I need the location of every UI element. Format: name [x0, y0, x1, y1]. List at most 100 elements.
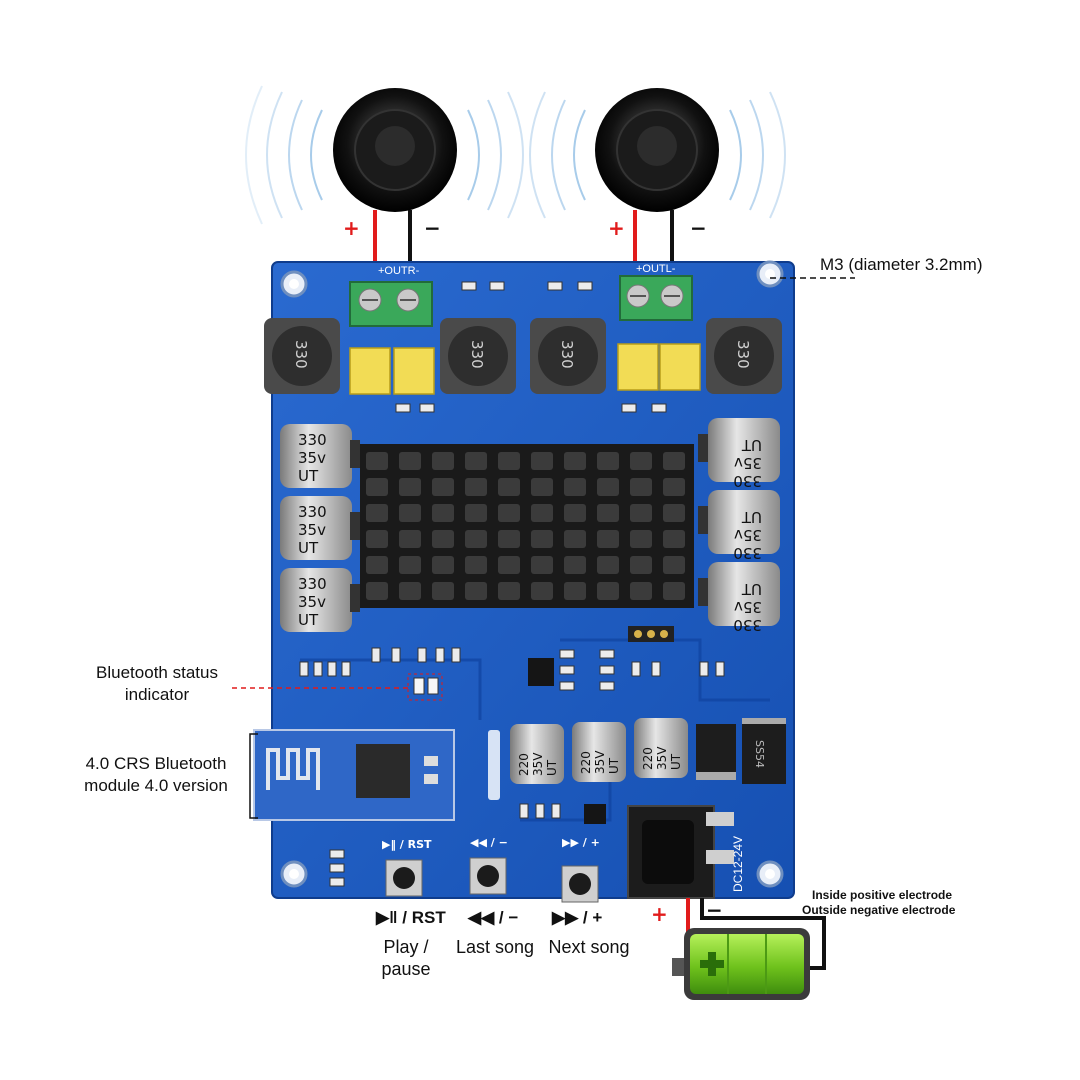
heatsink-fin	[597, 478, 619, 496]
heatsink-fin	[663, 452, 685, 470]
heatsink-fin	[531, 530, 553, 548]
heatsink-fin	[630, 556, 652, 574]
heatsink-fin	[465, 582, 487, 600]
ic-chip	[528, 658, 554, 686]
cap-value: 220	[517, 753, 531, 776]
cap-voltage: 35v	[298, 449, 326, 467]
heatsink-fin	[597, 582, 619, 600]
heatsink-fin	[630, 582, 652, 600]
cap-value: 220	[579, 751, 593, 774]
heatsink-fin	[531, 582, 553, 600]
heatsink-fin	[531, 556, 553, 574]
pcb-button-label: ▶▶ / +	[562, 836, 600, 849]
cap-brand: UT	[607, 757, 621, 774]
pin-header	[628, 626, 674, 642]
svg-text:SS54: SS54	[753, 740, 766, 768]
cap-value: 220	[641, 747, 655, 770]
cap-voltage: 35v	[298, 593, 326, 611]
bt-status-line1: Bluetooth status	[96, 663, 218, 682]
play-pause-switch	[385, 859, 423, 897]
electrolytic-capacitors-left	[280, 424, 360, 632]
cap-brand: UT	[741, 436, 762, 454]
speaker-right-channel	[333, 88, 457, 212]
heatsink-fin	[630, 504, 652, 522]
heatsink-fin	[432, 530, 454, 548]
negative-marker: −	[690, 216, 707, 240]
cap-brand: UT	[545, 759, 559, 776]
bluetooth-module	[253, 729, 455, 821]
heatsink-fin	[432, 556, 454, 574]
pcb-outl-label: +OUTL-	[636, 263, 676, 275]
heatsink-fin	[399, 582, 421, 600]
cap-value: 330	[298, 575, 327, 593]
inductor-marking: 330	[468, 340, 486, 369]
cap-brand: UT	[669, 753, 683, 770]
heatsink-fin	[366, 478, 388, 496]
cap-voltage: 35v	[734, 598, 762, 616]
electrolytic-capacitors-small	[510, 718, 688, 784]
tact-buttons	[385, 857, 599, 903]
heatsink-fin	[399, 504, 421, 522]
heatsink-fin	[663, 530, 685, 548]
heatsink-fin	[498, 452, 520, 470]
heatsink-fin	[498, 504, 520, 522]
outside-negative-label: Outside negative electrode	[802, 903, 956, 917]
cap-voltage: 35v	[734, 526, 762, 544]
play-pause-symbol: ▶‖ / RST	[376, 908, 446, 927]
heatsink-fin	[663, 582, 685, 600]
negative-marker: −	[706, 898, 723, 922]
heatsink-fin	[366, 582, 388, 600]
bt-status-callout: Bluetooth status indicator	[82, 662, 232, 706]
heatsink-fin	[465, 530, 487, 548]
cap-value: 330	[733, 472, 762, 490]
electrolytic-capacitors-right	[698, 418, 780, 626]
next-song-switch	[561, 865, 599, 903]
diodes: SS54	[696, 718, 786, 784]
last-song-switch	[469, 857, 507, 895]
cap-brand: UT	[298, 539, 319, 557]
speaker-terminal-right	[349, 281, 433, 327]
contact-pads	[488, 730, 500, 800]
cap-value: 330	[298, 503, 327, 521]
cap-brand: UT	[298, 467, 319, 485]
bt-module-callout: 4.0 CRS Bluetooth module 4.0 version	[68, 753, 244, 797]
heatsink-fin	[531, 504, 553, 522]
heatsink-fin	[564, 452, 586, 470]
heatsink-fin	[366, 504, 388, 522]
heatsink-fin	[663, 478, 685, 496]
cap-value: 330	[298, 431, 327, 449]
positive-marker: +	[608, 216, 625, 240]
bluetooth-status-led	[407, 673, 443, 701]
inductor-marking: 330	[292, 340, 310, 369]
heatsink-fin	[630, 452, 652, 470]
heatsink-fin	[630, 478, 652, 496]
last-song-label: Last song	[455, 937, 535, 957]
dc-power-jack	[627, 805, 734, 899]
inside-positive-label: Inside positive electrode	[812, 888, 953, 902]
inductors	[264, 318, 782, 394]
smd-components	[299, 281, 725, 887]
heatsink-fin	[531, 452, 553, 470]
heatsink-fin	[399, 530, 421, 548]
positive-marker: +	[343, 216, 360, 240]
inductor-marking: 330	[558, 340, 576, 369]
heatsink-fin	[465, 452, 487, 470]
speaker-left-channel	[595, 88, 719, 212]
heatsink-fin	[498, 556, 520, 574]
next-song-label: Next song	[548, 937, 630, 957]
heatsink-fin	[597, 504, 619, 522]
cap-voltage: 35v	[298, 521, 326, 539]
heatsink	[360, 444, 694, 608]
mount-hole-callout: M3 (diameter 3.2mm)	[820, 255, 983, 274]
bt-module-line1: 4.0 CRS Bluetooth	[85, 754, 227, 773]
positive-marker: +	[651, 902, 668, 926]
heatsink-fin	[564, 530, 586, 548]
heatsink-fin	[597, 556, 619, 574]
heatsink-fin	[465, 504, 487, 522]
cap-voltage: 35v	[734, 454, 762, 472]
heatsink-fin	[564, 478, 586, 496]
heatsink-fin	[366, 530, 388, 548]
heatsink-fin	[564, 556, 586, 574]
cap-brand: UT	[741, 508, 762, 526]
